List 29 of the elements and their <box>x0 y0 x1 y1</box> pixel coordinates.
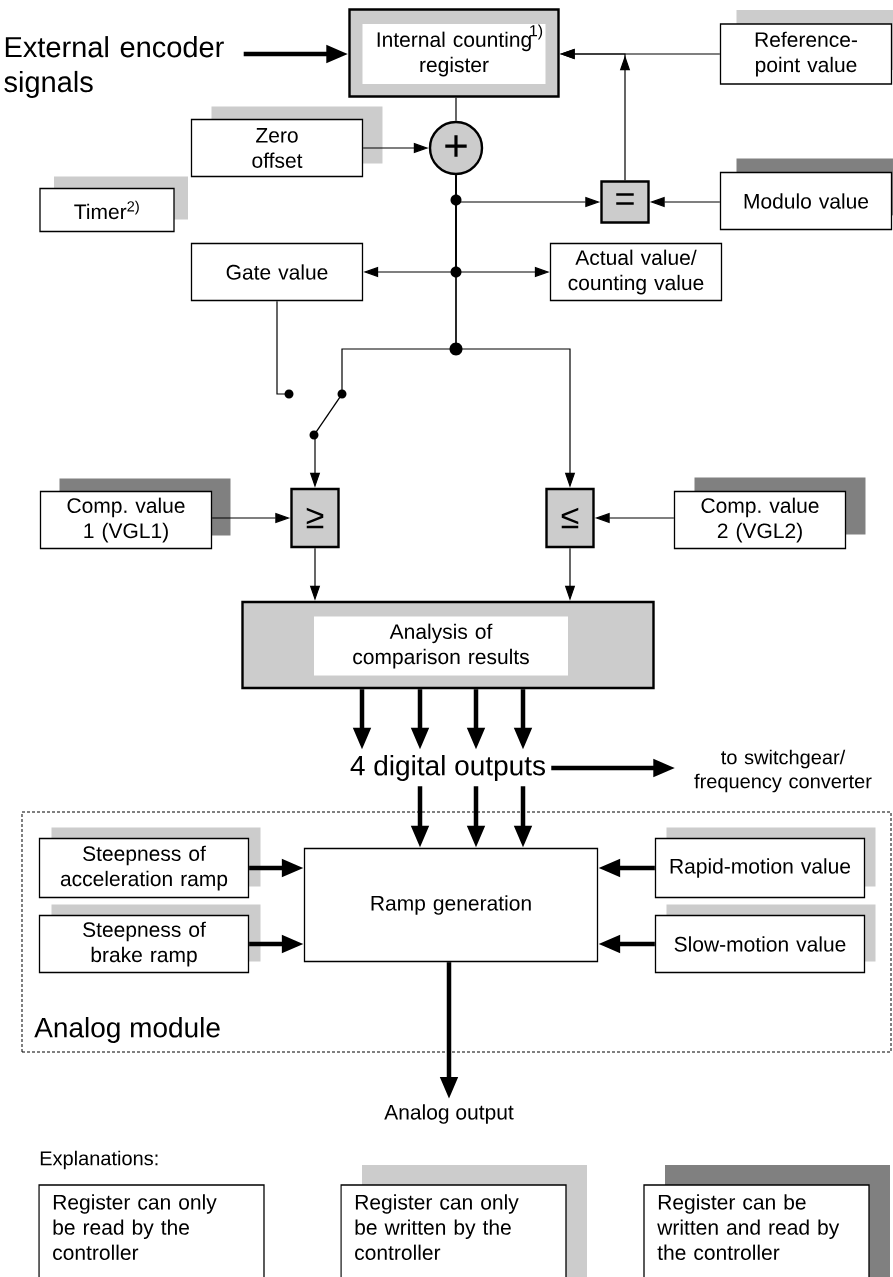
legend-box: Register can only be written by the controller <box>340 1165 587 1277</box>
legend-title: Explanations: <box>40 1150 158 1170</box>
footnote-mark: 1) <box>530 24 543 40</box>
analysis-box: Analysis of comparison results <box>241 600 655 690</box>
register-box: Comp. value 2 (VGL2) <box>673 477 866 550</box>
register-box: Rapid-motion value <box>654 827 876 899</box>
register-box: Comp. value 1 (VGL1) <box>39 478 231 550</box>
register-box: Slow-motion value <box>654 904 876 974</box>
switch-symbol <box>284 389 347 440</box>
output-label: Analog output <box>384 1104 514 1124</box>
comparator-box: = <box>600 180 650 224</box>
register-box: Steepness of acceleration ramp <box>38 827 261 899</box>
register-box: Modulo value <box>719 158 893 231</box>
register-box: Zero offset <box>190 106 383 178</box>
register-box: Timer$^{2)}$ <box>39 176 188 233</box>
signal-label: External encoder signals <box>4 36 224 98</box>
output-label: 4 digital outputs <box>350 754 545 782</box>
register-box: Steepness of brake ramp <box>38 904 261 974</box>
legend-box: Register can be written and read by the controller <box>643 1165 890 1277</box>
process-box: Ramp generation <box>303 847 599 963</box>
register-box: Reference-point value <box>719 10 893 85</box>
register-box: Gate value <box>190 242 364 302</box>
register-box: Actual value/ counting value <box>549 242 723 302</box>
connector-line <box>276 300 287 395</box>
comparator-box: ≥ <box>290 487 340 549</box>
connector-line <box>455 97 457 122</box>
output-label: to switchgear/ frequency converter <box>694 749 872 793</box>
legend-box: Register can only be read by the controller <box>38 1184 265 1277</box>
comparator-box: ≤ <box>545 487 595 549</box>
